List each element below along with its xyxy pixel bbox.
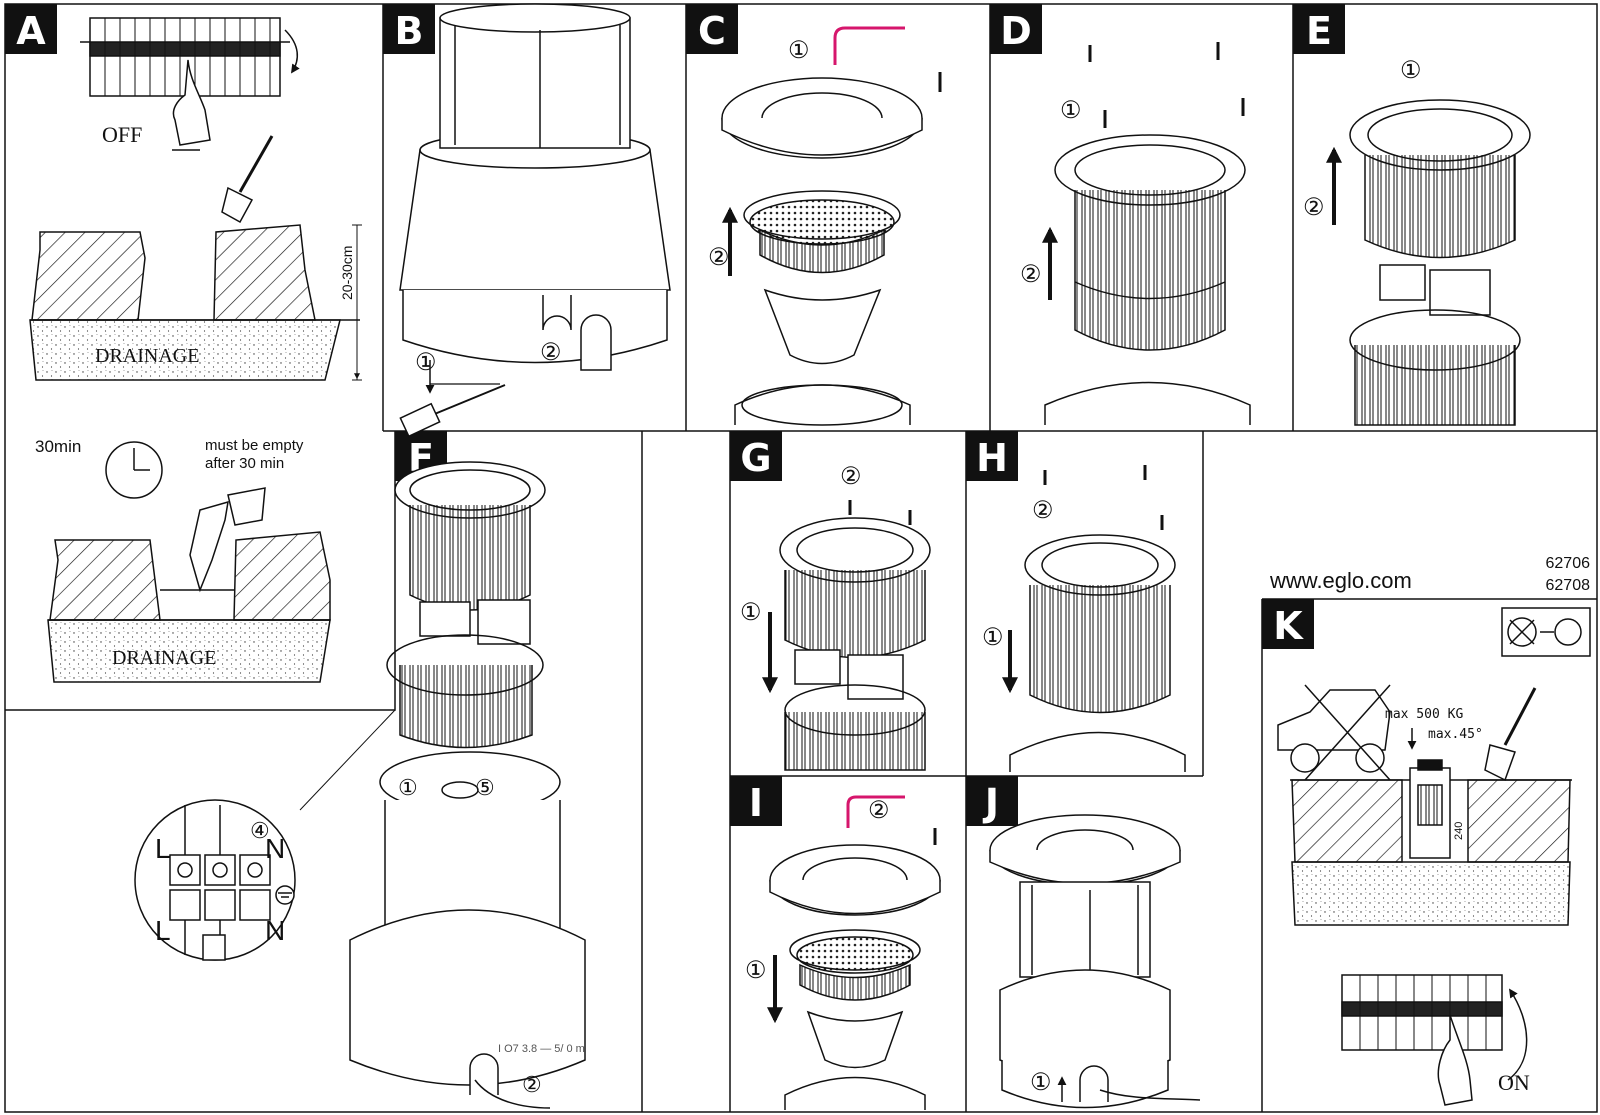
rotate-arrow	[1507, 988, 1528, 1081]
panel-label-h: H	[966, 431, 1018, 481]
svg-text:B: B	[395, 9, 424, 53]
svg-text:②: ②	[1032, 497, 1054, 524]
svg-text:①: ①	[415, 349, 437, 376]
switch-on-label: ON	[1498, 1070, 1530, 1095]
live-label-top: L	[155, 833, 171, 864]
clock-icon	[105, 441, 163, 499]
svg-text:I O7 3.8 — 5/ 0 m: I O7 3.8 — 5/ 0 m	[498, 1043, 585, 1055]
neutral-label-top: N	[265, 833, 285, 864]
panel-b: ① ②	[399, 3, 671, 438]
svg-text:H: H	[976, 436, 1008, 480]
trench-diagram-bottom: DRAINAGE	[47, 531, 331, 683]
depth-label: 20-30cm	[339, 246, 355, 300]
svg-text:②: ②	[708, 244, 730, 271]
switch-off-label: OFF	[102, 122, 142, 147]
drainage-label: DRAINAGE	[95, 345, 199, 367]
svg-text:④: ④	[250, 818, 270, 843]
panel-label-c: C	[686, 4, 738, 54]
hand-icon	[1437, 1014, 1473, 1106]
panel-label-a: A	[5, 4, 57, 54]
max-angle-label: max.45°	[1428, 727, 1483, 742]
shovel-icon	[1484, 687, 1537, 782]
hand-icon	[172, 59, 211, 146]
circuit-breaker-icon	[1341, 974, 1503, 1051]
svg-text:②: ②	[840, 463, 862, 490]
svg-text:②: ②	[522, 1072, 542, 1097]
height-label: 240	[1453, 822, 1465, 840]
allen-key-icon	[846, 795, 905, 828]
panel-label-e: E	[1293, 4, 1345, 54]
ground-symbol-icon	[275, 885, 295, 905]
panel-grid	[4, 3, 1598, 1113]
panel-c: ① ②	[708, 26, 942, 426]
svg-text:A: A	[16, 9, 46, 53]
panel-d: ① ②	[1020, 42, 1251, 425]
svg-text:D: D	[1000, 9, 1032, 53]
empty-note-line1: must be empty	[205, 437, 304, 454]
svg-text:①: ①	[1030, 1069, 1052, 1096]
no-cleaning-agents-icon	[1501, 607, 1591, 657]
panel-h: ② ①	[982, 465, 1186, 772]
panel-f: ① ⑤ ③ ② I O7 3.8 — 5/ 0 m	[299, 461, 586, 1109]
panel-label-b: B	[383, 4, 435, 54]
panel-label-d: D	[990, 4, 1042, 54]
panel-g: ② ①	[740, 463, 931, 771]
panel-label-j: J	[966, 776, 1018, 826]
neutral-label-bottom: N	[265, 915, 285, 946]
panel-label-i: I	[730, 776, 782, 826]
svg-text:I: I	[749, 781, 763, 825]
drainage-label-2: DRAINAGE	[112, 647, 216, 669]
panel-label-g: G	[730, 431, 782, 481]
svg-text:②: ②	[1020, 261, 1042, 288]
svg-text:E: E	[1306, 9, 1332, 53]
svg-text:①: ①	[1400, 57, 1422, 84]
model-number-2: 62708	[1546, 577, 1591, 594]
svg-text:⑤: ⑤	[475, 775, 495, 800]
svg-text:G: G	[740, 436, 771, 480]
svg-text:①: ①	[740, 599, 762, 626]
wait-time-label: 30min	[35, 437, 81, 456]
website-label: www.eglo.com	[1269, 568, 1412, 593]
svg-text:①: ①	[745, 957, 767, 984]
svg-text:①: ①	[788, 37, 810, 64]
allen-key-icon	[833, 26, 905, 65]
rotate-arrow	[284, 29, 300, 74]
max-load-label: max 500 KG	[1385, 707, 1463, 722]
model-number-1: 62706	[1546, 555, 1591, 572]
panel-label-f: F	[395, 431, 447, 481]
empty-note-line2: after 30 min	[205, 455, 284, 472]
live-label-bottom: L	[155, 915, 171, 946]
svg-text:②: ②	[868, 797, 890, 824]
shovel-icon	[221, 135, 274, 224]
panel-i: ② ①	[745, 795, 941, 1110]
svg-text:K: K	[1273, 604, 1304, 648]
panel-j: ①	[989, 814, 1201, 1109]
car-icon	[1277, 684, 1391, 781]
panel-label-k: K	[1262, 599, 1314, 649]
svg-text:②: ②	[540, 339, 562, 366]
panel-k: max 500 KG max.45° 240	[1277, 607, 1591, 1106]
svg-text:②: ②	[1303, 194, 1325, 221]
terminal-block-callout: L N L N ④	[134, 799, 296, 961]
panel-e: ① ②	[1303, 57, 1531, 426]
svg-text:①: ①	[398, 775, 418, 800]
svg-text:①: ①	[1060, 97, 1082, 124]
circuit-breaker-icon	[80, 17, 290, 97]
svg-text:①: ①	[982, 624, 1004, 651]
panel-labels: A B C D E F G H I J K	[5, 4, 1345, 826]
panel-a: OFF DRAINAGE 20-30cm 30min must be empty	[29, 17, 362, 683]
svg-text:J: J	[982, 781, 999, 825]
trench-diagram-top: DRAINAGE 20-30cm	[29, 224, 362, 381]
svg-text:C: C	[698, 9, 726, 53]
